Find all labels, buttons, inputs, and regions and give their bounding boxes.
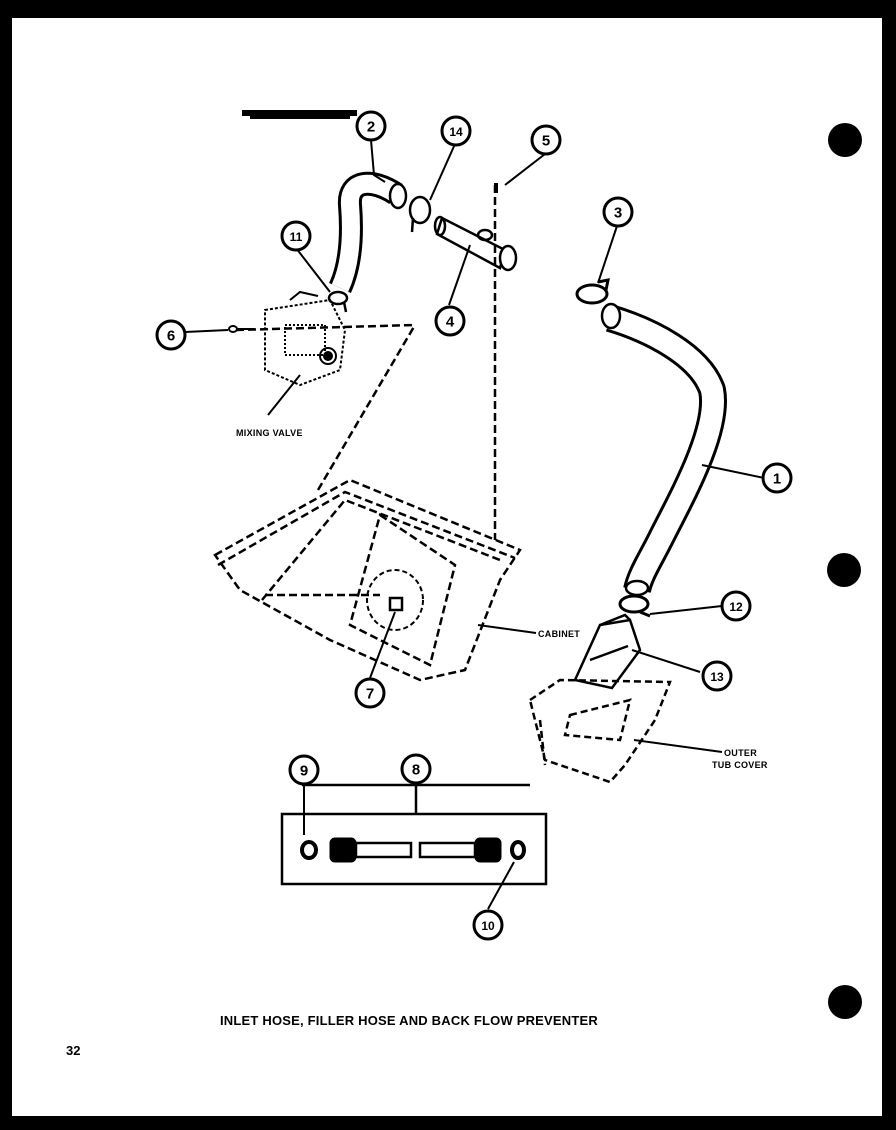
callout-circle-6 — [155, 319, 187, 351]
callout-5: 5 — [542, 133, 550, 150]
callout-10: 10 — [481, 919, 495, 933]
page-number: 32 — [66, 1043, 80, 1058]
binder-hole-bottom — [828, 985, 862, 1019]
callout-11: 11 — [290, 230, 303, 244]
callout-1: 1 — [773, 471, 781, 488]
hose-clamp-3-part — [575, 278, 610, 305]
callout-circle-2 — [355, 110, 387, 142]
callout-circle-13 — [701, 660, 733, 692]
label-mixing-valve: MIXING VALVE — [236, 428, 303, 438]
screw-5-part — [494, 183, 498, 193]
mixing-valve-part — [264, 290, 347, 387]
callout-12: 12 — [729, 600, 743, 614]
filler-hose-part — [600, 302, 728, 597]
callout-circle-1 — [761, 462, 793, 494]
diagram-title: INLET HOSE, FILLER HOSE AND BACK FLOW PR… — [220, 1013, 598, 1028]
screw-6-part — [228, 325, 255, 333]
callout-4: 4 — [446, 314, 455, 331]
inlet-hose-kit-box — [280, 783, 548, 886]
fill-hose-part — [328, 171, 408, 294]
callout-circle-5 — [530, 124, 562, 156]
binder-hole-middle — [827, 553, 861, 587]
callout-circle-4 — [434, 305, 466, 337]
callout-circle-14 — [440, 115, 472, 147]
label-cabinet: CABINET — [538, 629, 580, 639]
callout-2: 2 — [367, 119, 375, 136]
leader-lines — [184, 139, 765, 910]
binder-hole-top — [828, 123, 862, 157]
label-tub-cover: TUB COVER — [712, 760, 768, 770]
callout-circle-7 — [354, 677, 386, 709]
callout-circle-10 — [472, 909, 504, 941]
callout-circle-12 — [720, 590, 752, 622]
callout-8: 8 — [412, 762, 420, 779]
label-outer: OUTER — [724, 748, 757, 758]
cabinet-opening — [366, 569, 424, 631]
callout-9: 9 — [300, 763, 308, 780]
back-flow-preventer-part — [388, 596, 404, 612]
callout-7: 7 — [366, 686, 374, 703]
callout-circle-9 — [288, 754, 320, 786]
callout-6: 6 — [167, 328, 175, 345]
callout-circle-8 — [400, 753, 432, 785]
callout-3: 3 — [614, 205, 622, 222]
callout-circles — [155, 110, 793, 941]
inlet-hose-part — [300, 837, 526, 863]
hose-clamp-11-part — [327, 290, 349, 313]
hose-clamp-14-part — [408, 195, 432, 233]
fill-funnel-part — [573, 613, 642, 690]
callout-circle-11 — [280, 220, 312, 252]
callout-circle-3 — [602, 196, 634, 228]
hose-clamp-12-part — [618, 594, 651, 618]
outer-tub-cover-outline — [528, 678, 672, 784]
header-speckle — [242, 110, 357, 119]
diagram-sheet — [12, 18, 882, 1116]
callout-14: 14 — [449, 125, 463, 139]
callout-13: 13 — [710, 670, 724, 684]
inlet-adapter-part — [433, 215, 518, 272]
